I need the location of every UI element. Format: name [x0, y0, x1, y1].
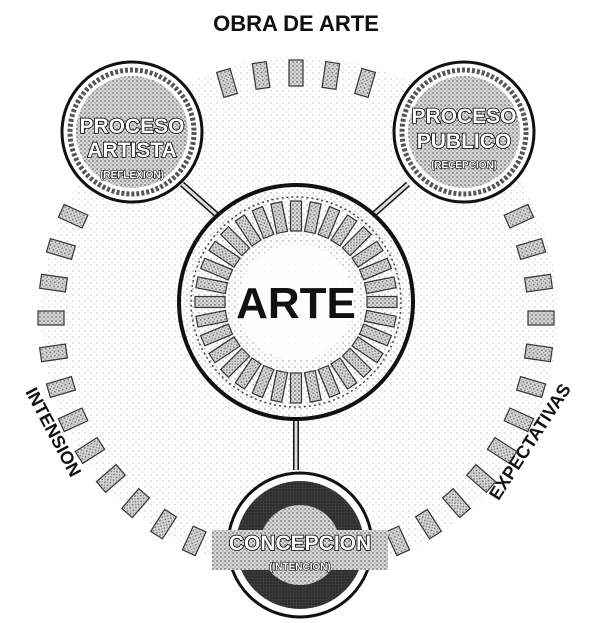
outer-ring-dash — [37, 310, 65, 326]
inner-ring-dash — [341, 225, 373, 257]
inner-ring-dash — [351, 336, 384, 364]
outer-ring-dash — [74, 436, 106, 465]
inner-ring-dash — [289, 200, 303, 232]
inner-ring-dash — [330, 357, 358, 390]
outer-ring-dash — [486, 436, 518, 465]
outer-ring-dash — [95, 463, 127, 494]
inner-ring-dash — [195, 309, 229, 328]
inner-ring-dash — [270, 201, 289, 235]
outer-ring-dash — [523, 273, 554, 293]
inner-ring-dash — [289, 372, 303, 404]
outer-ring-dash — [288, 59, 304, 87]
inner-ring-dash — [219, 225, 251, 257]
inner-ring-dash — [199, 323, 234, 347]
center-title: ARTE — [236, 279, 356, 328]
outer-ring-dash — [45, 375, 77, 399]
inner-ring-dash — [303, 369, 322, 403]
outer-ring-dash — [527, 310, 555, 326]
inner-ring-dash — [199, 257, 234, 281]
inner-ring — [194, 200, 398, 404]
inner-ring-dash — [330, 214, 358, 247]
inner-ring-dash — [208, 336, 241, 364]
node-proceso-publico: PROCESO PUBLICO (RECEPCION) — [392, 60, 536, 204]
concepcion-line1: CONCEPCION — [229, 532, 371, 555]
outer-ring-dash — [515, 375, 547, 399]
outer-ring-dash — [385, 525, 411, 557]
inner-ring-dash — [208, 240, 241, 268]
outer-ring-dash — [503, 407, 535, 433]
inner-ring-dash — [251, 364, 275, 399]
label-obra-de-arte: OBRA DE ARTE — [213, 11, 379, 36]
outer-ring-dash — [38, 273, 69, 293]
outer-ring-dash — [353, 67, 377, 99]
outer-ring-dash — [38, 343, 69, 363]
outer-ring-dash — [503, 203, 535, 229]
connector-artista-inner — [181, 182, 219, 218]
outer-ring-dash — [57, 407, 89, 433]
outer-ring-dash — [414, 508, 443, 540]
outer-ring — [37, 59, 555, 569]
inner-ring-dash — [303, 201, 322, 235]
inner-ring-dash — [234, 357, 262, 390]
node-proceso-artista: PROCESO ARTISTA (REFLEXION) — [60, 60, 204, 204]
inner-ring-dash — [195, 276, 229, 295]
outer-ring-dash — [215, 67, 239, 99]
outer-ring-dash — [441, 487, 472, 519]
artista-line2: ARTISTA — [87, 139, 176, 162]
node-concepcion: CONCEPCION (INTENCION) — [212, 471, 388, 619]
inner-ring-dash — [219, 347, 251, 379]
outer-ring-dash — [465, 463, 497, 494]
inner-ring-dash — [317, 364, 341, 399]
outer-ring-dash — [515, 237, 547, 261]
outer-ring-dash — [45, 237, 77, 261]
inner-ring-dash — [363, 309, 397, 328]
outer-ring-dash — [181, 525, 207, 557]
outer-ring-dash — [57, 203, 89, 229]
outer-ring-dash — [120, 487, 151, 519]
publico-line1: PROCESO — [411, 105, 516, 128]
inner-ring-dash — [363, 276, 397, 295]
inner-ring-dash — [341, 347, 373, 379]
inner-ring-dash — [366, 295, 398, 309]
artista-sub: (REFLEXION) — [100, 170, 164, 181]
inner-ring-dash — [251, 205, 275, 240]
center-node: ARTE — [177, 183, 415, 421]
outer-ring-dash — [149, 508, 178, 540]
outer-ring-dash — [321, 60, 341, 91]
inner-ring-dash — [351, 240, 384, 268]
publico-line2: PUBLICO — [417, 130, 512, 153]
connector-publico-inner — [373, 182, 409, 216]
inner-ring-dash — [234, 214, 262, 247]
inner-ring-dash — [194, 295, 226, 309]
inner-ring-dash — [358, 257, 393, 281]
inner-ring-dash — [317, 205, 341, 240]
publico-sub: (RECEPCION) — [431, 160, 497, 171]
inner-ring-dash — [270, 369, 289, 403]
outer-ring-dash — [251, 60, 271, 91]
inner-ring-dash — [358, 323, 393, 347]
outer-ring-dash — [523, 343, 554, 363]
concepcion-sub: (INTENCION) — [269, 562, 331, 573]
artista-line1: PROCESO — [79, 115, 184, 138]
